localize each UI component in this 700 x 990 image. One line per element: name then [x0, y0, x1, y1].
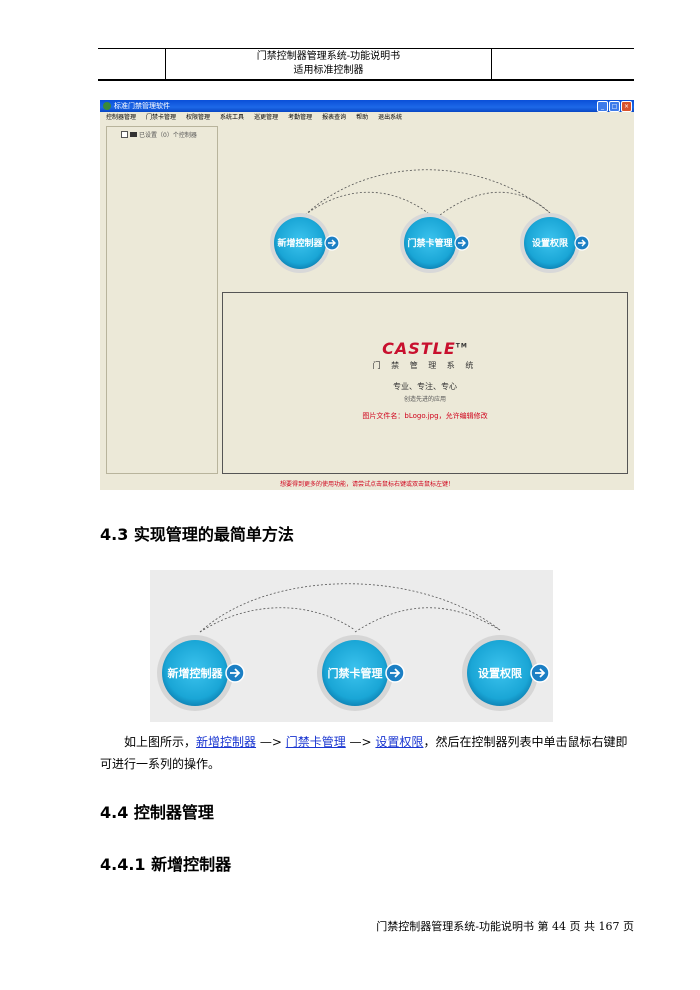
menu-controller[interactable]: 控制器管理: [106, 114, 137, 121]
menu-card[interactable]: 门禁卡管理: [146, 114, 177, 121]
header-subtitle: 适用标准控制器: [293, 65, 364, 76]
controller-icon: [130, 132, 137, 137]
app-window-screenshot: 标准门禁管理软件 _ □ × 控制器管理 门禁卡管理 权限管理 系统工具 巡更管…: [100, 100, 634, 490]
app-icon: [103, 102, 111, 110]
menu-tools[interactable]: 系统工具: [220, 114, 245, 121]
header-left-cell: [98, 49, 166, 79]
castle-logo: CASTLETM: [223, 339, 627, 358]
para-suffix: ，然后在控制器列表中单击鼠标右键即可进行一系列的操作。: [100, 735, 628, 771]
tree-label: 已设置（0）个控制器: [139, 132, 197, 139]
instruction-paragraph: 如上图所示，新增控制器 —> 门禁卡管理 —> 设置权限，然后在控制器列表中单击…: [100, 731, 636, 775]
slogan-sub: 创造先进的应用: [403, 396, 446, 403]
logo-text: CASTLE: [382, 339, 456, 358]
menu-patrol[interactable]: 巡更管理: [254, 114, 279, 121]
link-set-permission[interactable]: 设置权限: [375, 735, 424, 749]
menu-exit[interactable]: 退出系统: [378, 114, 403, 121]
filename-note: 图片文件名：bLogo.jpg，允许编辑修改: [362, 412, 488, 420]
menu-permission[interactable]: 权限管理: [186, 114, 211, 121]
menu-bar: 控制器管理 门禁卡管理 权限管理 系统工具 巡更管理 考勤管理 报表查询 帮助 …: [100, 112, 634, 123]
menu-reports[interactable]: 报表查询: [322, 114, 347, 121]
slogan: 专业、专注、专心: [393, 382, 457, 391]
window-controls: _ □ ×: [597, 101, 632, 112]
close-icon[interactable]: ×: [621, 101, 632, 112]
flow-btn-add-controller[interactable]: 新增控制器: [270, 213, 340, 273]
flow2-btn-add-controller[interactable]: 新增控制器: [157, 635, 245, 711]
tree-checkbox[interactable]: [121, 131, 128, 138]
flow-diagram-small: 新增控制器 门禁卡管理 设置权限: [270, 169, 590, 273]
para-prefix: 如上图所示，: [124, 735, 197, 749]
link-card-management[interactable]: 门禁卡管理: [285, 735, 346, 749]
header-center-cell: 门禁控制器管理系统-功能说明书 适用标准控制器: [166, 49, 492, 79]
maximize-icon[interactable]: □: [609, 101, 620, 112]
controller-tree-pane: 已设置（0）个控制器: [106, 126, 218, 474]
logo-tm: TM: [455, 342, 468, 350]
logo-subtitle: 门 禁 管 理 系 统: [372, 361, 478, 370]
section-4-4-heading: 4.4 控制器管理: [100, 803, 214, 822]
page-footer: 门禁控制器管理系统-功能说明书 第 44 页 共 167 页: [376, 920, 634, 933]
menu-attendance[interactable]: 考勤管理: [288, 114, 313, 121]
section-4-4-1-heading: 4.4.1 新增控制器: [100, 855, 232, 874]
window-title: 标准门禁管理软件: [114, 102, 170, 110]
flow-btn-card-management[interactable]: 门禁卡管理: [400, 213, 470, 273]
menu-help[interactable]: 帮助: [356, 114, 369, 121]
flow-diagram-large: 新增控制器 门禁卡管理 设置权限: [150, 570, 553, 722]
minimize-icon[interactable]: _: [597, 101, 608, 112]
flow-label-1: 新增控制器: [277, 237, 323, 249]
flow2-label-3: 设置权限: [478, 666, 522, 680]
flow2-label-1: 新增控制器: [168, 666, 224, 680]
flow2-btn-card-management[interactable]: 门禁卡管理: [317, 635, 405, 711]
header-right-cell: [492, 49, 634, 79]
window-titlebar: 标准门禁管理软件 _ □ ×: [100, 100, 634, 112]
flow-btn-set-permission[interactable]: 设置权限: [520, 213, 590, 273]
flow-label-2: 门禁卡管理: [407, 237, 452, 249]
flow2-btn-set-permission[interactable]: 设置权限: [462, 635, 550, 711]
section-4-3-heading: 4.3 实现管理的最简单方法: [100, 525, 294, 544]
tree-root[interactable]: 已设置（0）个控制器: [107, 127, 217, 139]
status-bar: 想要得到更多的使用功能，请尝试点击鼠标右键或双击鼠标左键！: [279, 481, 454, 488]
logo-panel: CASTLETM 门 禁 管 理 系 统 专业、专注、专心 创造先进的应用 图片…: [222, 292, 628, 474]
flow2-label-2: 门禁卡管理: [328, 666, 383, 680]
link-add-controller[interactable]: 新增控制器: [196, 735, 257, 749]
flow-label-3: 设置权限: [532, 237, 569, 249]
header-title: 门禁控制器管理系统-功能说明书: [256, 51, 401, 62]
para-arrow-2: —>: [345, 735, 376, 749]
page-header: 门禁控制器管理系统-功能说明书 适用标准控制器: [98, 48, 634, 81]
para-arrow-1: —>: [256, 735, 286, 749]
